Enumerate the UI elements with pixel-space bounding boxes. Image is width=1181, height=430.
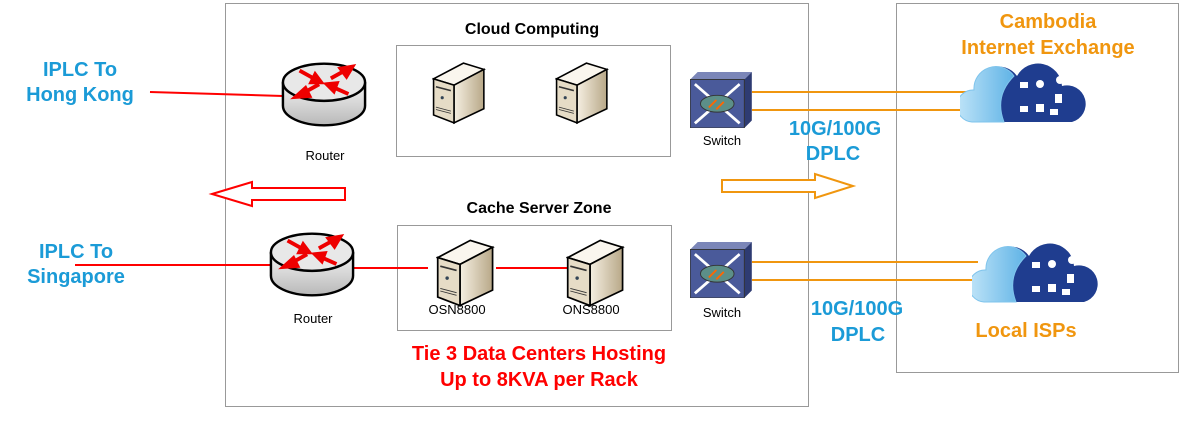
cloud-icon [960, 63, 1087, 123]
cache-server-zone [397, 225, 672, 331]
router-label: Router [305, 148, 345, 163]
cloud-computing-title: Cloud Computing [465, 21, 599, 38]
switch-icon [690, 72, 752, 128]
switch-icon [690, 242, 752, 298]
hollow-arrow-left-icon [208, 180, 346, 208]
datacenter-box [225, 3, 809, 407]
switch-label: Switch [703, 133, 741, 148]
cloud-computing-zone [396, 45, 671, 157]
switch-label: Switch [703, 305, 741, 320]
server-icon [436, 239, 494, 307]
iplc-sg-line1: IPLC To [39, 241, 113, 263]
link-type-bottom: DPLC [831, 324, 885, 346]
cloud-icon [972, 243, 1099, 303]
router-icon [268, 231, 356, 298]
router-label: Router [293, 311, 333, 326]
iplc-hk-line1: IPLC To [43, 59, 117, 81]
cix-line2: Internet Exchange [961, 37, 1134, 59]
router-icon [280, 61, 368, 128]
cache-server-title: Cache Server Zone [467, 200, 612, 217]
iplc-sg-line2: Singapore [27, 266, 125, 288]
server-label: OSN8800 [428, 302, 485, 317]
caption-line2: Up to 8KVA per Rack [440, 369, 639, 391]
link-type-top: DPLC [806, 143, 860, 165]
server-label: ONS8800 [562, 302, 619, 317]
server-icon [432, 62, 485, 124]
cix-line1: Cambodia [1000, 11, 1098, 33]
link-speed-top: 10G/100G [789, 118, 881, 140]
caption-line1: Tie 3 Data Centers Hosting [412, 343, 666, 365]
iplc-hk-line2: Hong Kong [26, 84, 134, 106]
server-icon [566, 239, 624, 307]
orange-links [752, 91, 978, 281]
link-speed-bottom: 10G/100G [811, 298, 903, 320]
local-isps-label: Local ISPs [975, 320, 1076, 342]
external-box [896, 3, 1179, 373]
red-links [75, 91, 568, 269]
server-icon [555, 62, 608, 124]
hollow-arrow-right-icon [721, 172, 857, 200]
